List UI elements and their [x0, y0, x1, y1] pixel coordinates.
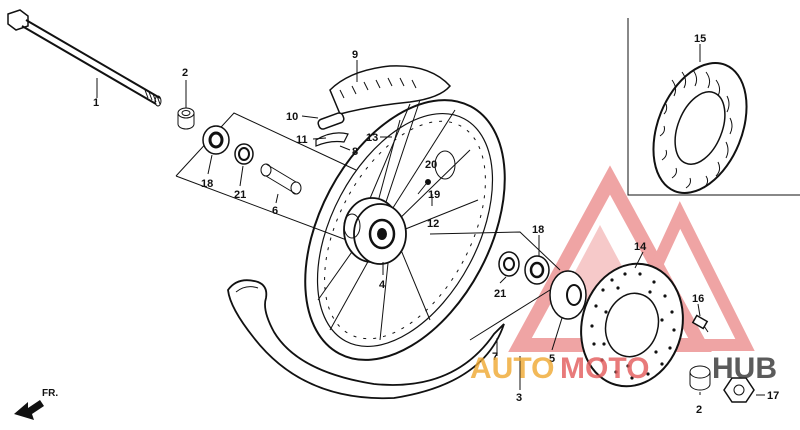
callout-21-right: 21	[494, 288, 506, 300]
collar-bottom	[689, 365, 711, 391]
callout-18-left: 18	[201, 178, 213, 190]
front-direction-label: FR.	[42, 388, 58, 399]
callout-13: 13	[366, 132, 378, 144]
wheel-hub	[343, 197, 407, 265]
spoke-nipple	[417, 150, 456, 195]
callout-6: 6	[272, 205, 278, 217]
callout-16: 16	[692, 293, 704, 305]
svg-text:AUTO: AUTO	[470, 352, 554, 385]
callout-4: 4	[379, 279, 386, 291]
callout-11: 11	[296, 134, 308, 146]
callout-10: 10	[286, 111, 298, 123]
bearing-right	[498, 251, 520, 277]
watermark-text: AUTO MOTO HUB	[470, 352, 777, 385]
dust-seal-right	[524, 255, 550, 285]
callout-18-right: 18	[532, 224, 544, 236]
callout-2-bottom: 2	[696, 404, 702, 416]
callout-9: 9	[352, 49, 358, 61]
collar-top	[177, 107, 195, 130]
callout-21-left: 21	[234, 189, 246, 201]
hub-bracket-right	[429, 231, 561, 341]
valve-assembly	[315, 65, 451, 147]
inset-frame	[627, 18, 800, 196]
disc-bolt	[691, 314, 709, 333]
callout-7: 7	[492, 351, 498, 363]
callout-17: 17	[767, 390, 779, 402]
front-direction-arrow: FR.	[14, 388, 58, 420]
callout-2-top: 2	[182, 67, 188, 79]
leader-lines	[96, 44, 765, 396]
callout-20: 20	[425, 159, 437, 171]
callout-5: 5	[549, 353, 555, 365]
callout-19: 19	[428, 189, 440, 201]
callout-8: 8	[352, 146, 358, 158]
distance-collar	[260, 163, 302, 195]
callout-3: 3	[516, 392, 522, 404]
dust-seal-left	[202, 125, 230, 155]
axle	[7, 9, 162, 107]
bearing-left	[234, 143, 254, 165]
tire-section	[227, 279, 505, 400]
svg-text:HUB: HUB	[712, 352, 777, 385]
callout-1: 1	[93, 97, 99, 109]
brake-disc	[580, 262, 684, 388]
hub-bracket-left	[175, 112, 361, 246]
svg-text:MOTO: MOTO	[560, 352, 649, 385]
wheel-rim	[304, 99, 506, 361]
callout-12: 12	[427, 218, 439, 230]
side-collar	[549, 270, 587, 320]
brake-disc-inset	[652, 62, 748, 194]
callout-14: 14	[634, 241, 647, 253]
axle-nut	[723, 377, 755, 403]
callout-15: 15	[694, 33, 706, 45]
